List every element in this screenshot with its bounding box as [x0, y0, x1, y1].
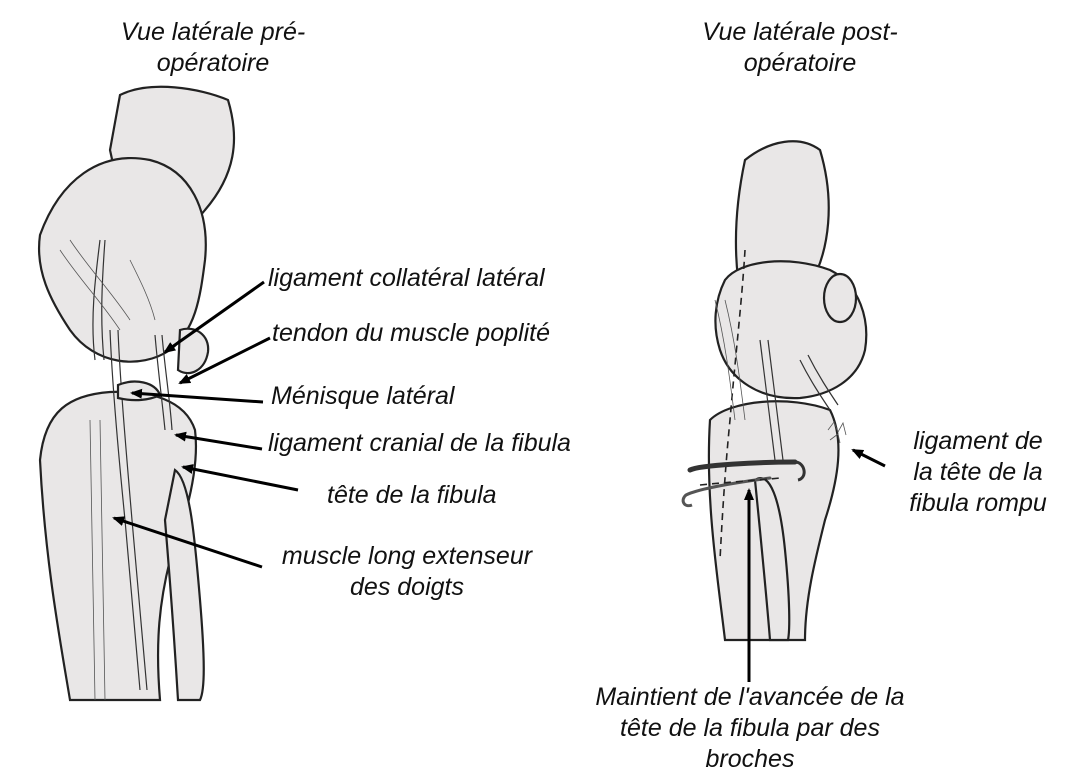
title-pre-op: Vue latérale pré- opératoire: [68, 17, 358, 79]
label-rompu-line3: fibula rompu: [893, 488, 1063, 519]
title-post-op-line2: opératoire: [650, 48, 950, 79]
label-broches-line2: tête de la fibula par des: [560, 713, 940, 744]
arrow-ligament-rompu: [853, 450, 885, 466]
label-menisque: Ménisque latéral: [271, 381, 454, 412]
label-rompu-line2: la tête de la: [893, 457, 1063, 488]
label-broches-line3: broches: [560, 744, 940, 775]
label-muscle-line2: des doigts: [262, 572, 552, 603]
label-tendon-poplite: tendon du muscle poplité: [272, 318, 550, 349]
label-muscle: muscle long extenseur des doigts: [262, 541, 552, 603]
label-ligament-rompu: ligament de la tête de la fibula rompu: [893, 426, 1063, 519]
label-tete-fibula: tête de la fibula: [327, 480, 497, 511]
label-broches-line1: Maintient de l'avancée de la: [560, 682, 940, 713]
right-knee-drawing: [683, 141, 866, 640]
label-rompu-line1: ligament de: [893, 426, 1063, 457]
title-pre-op-line1: Vue latérale pré-: [68, 17, 358, 48]
title-post-op-line1: Vue latérale post-: [650, 17, 950, 48]
label-muscle-line1: muscle long extenseur: [262, 541, 552, 572]
label-broches: Maintient de l'avancée de la tête de la …: [560, 682, 940, 775]
label-ligament-collateral: ligament collatéral latéral: [268, 263, 545, 294]
title-pre-op-line2: opératoire: [68, 48, 358, 79]
arrow-tete-fibula: [183, 467, 298, 490]
title-post-op: Vue latérale post- opératoire: [650, 17, 950, 79]
label-ligament-cranial: ligament cranial de la fibula: [268, 428, 571, 459]
